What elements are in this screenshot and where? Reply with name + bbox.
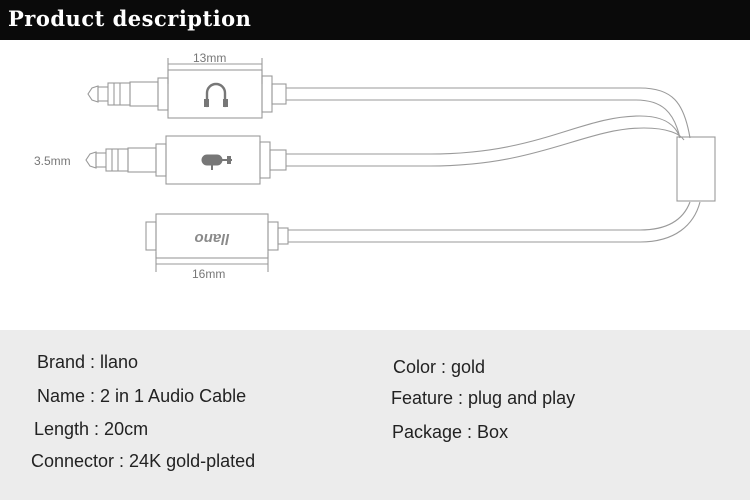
header-bar: Product description	[0, 0, 750, 40]
dimension-3-5mm: 3.5mm	[34, 154, 71, 168]
microphone-icon	[201, 154, 232, 170]
headphone-icon	[204, 82, 228, 108]
page-title: Product description	[8, 6, 252, 31]
spec-package: Package : Box	[392, 422, 509, 442]
cable-diagram: llano 13mm 3.5mm 16mm	[0, 40, 750, 330]
microphone-plug	[85, 135, 287, 185]
spec-color: Color : gold	[393, 357, 486, 377]
headphone-plug	[87, 69, 287, 119]
spec-feature: Feature : plug and play	[391, 388, 576, 408]
cable-illustration: llano	[85, 58, 716, 272]
female-jack	[145, 213, 289, 259]
spec-name: Name : 2 in 1 Audio Cable	[37, 386, 247, 406]
spec-panel: Brand : llano Name : 2 in 1 Audio Cable …	[0, 330, 750, 500]
splitter-box	[676, 136, 716, 202]
brand-mark: llano	[194, 230, 229, 247]
spec-connector: Connector : 24K gold-plated	[31, 451, 256, 471]
spec-length: Length : 20cm	[34, 419, 149, 439]
dimension-13mm: 13mm	[193, 51, 227, 65]
spec-brand: Brand : llano	[37, 352, 139, 372]
dimension-16mm: 16mm	[192, 267, 226, 281]
